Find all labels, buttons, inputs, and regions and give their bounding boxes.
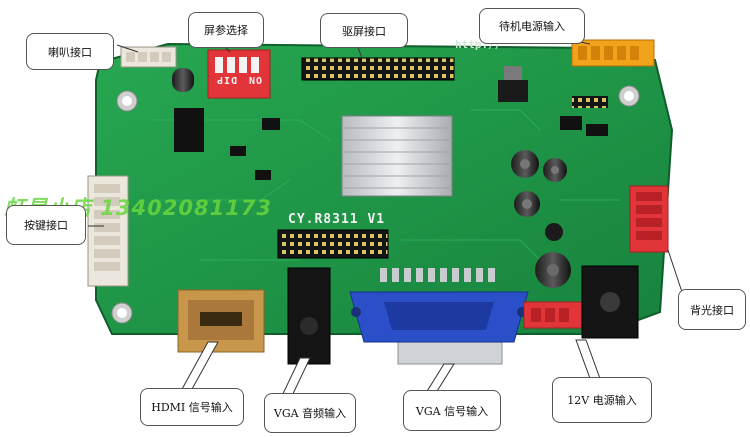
callout-lcd: 驱屏接口 xyxy=(320,13,408,48)
standby-connector xyxy=(571,39,655,67)
vga-connector xyxy=(349,291,529,365)
board-model: CY.R8311 V1 xyxy=(288,212,386,227)
callout-vga-signal: VGA 信号输入 xyxy=(403,390,501,431)
dip-switch xyxy=(207,49,271,99)
callout-vga-audio: VGA 音频输入 xyxy=(264,393,356,433)
dip-on-label: ON xyxy=(248,74,263,85)
callout-speaker: 喇叭接口 xyxy=(26,33,114,70)
hdmi-connector xyxy=(177,289,265,353)
audio-jack xyxy=(287,267,331,365)
callout-hdmi: HDMI 信号输入 xyxy=(140,388,244,426)
keypad-connector xyxy=(87,175,129,287)
lcd-header xyxy=(301,57,455,81)
heatsink xyxy=(341,115,453,197)
power-12v-connector xyxy=(523,265,639,339)
backlight-connector xyxy=(629,185,669,253)
callout-keypad: 按键接口 xyxy=(6,205,86,245)
callout-standby: 待机电源输入 xyxy=(479,8,585,44)
dip-label: DIP xyxy=(216,74,238,85)
callout-power-12v: 12V 电源输入 xyxy=(552,377,652,423)
callout-dip: 屏参选择 xyxy=(188,12,264,48)
speaker-connector xyxy=(120,46,177,68)
callout-backlight: 背光接口 xyxy=(678,289,746,330)
